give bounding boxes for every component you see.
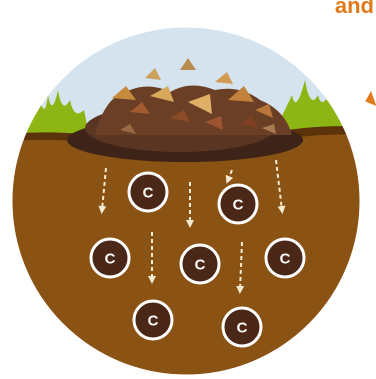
- down-arrow: [98, 167, 107, 214]
- down-arrow: [225, 169, 234, 184]
- carbon-label: C: [233, 197, 244, 214]
- carbon-atoms: C C C C C: [89, 171, 306, 348]
- carbon-atom: C: [179, 243, 221, 285]
- carbon-flow-arrows: [98, 159, 286, 294]
- corner-text: and: [334, 0, 374, 18]
- circle-frame: [7, 22, 365, 379]
- carbon-atom: C: [264, 237, 306, 279]
- carbon-label: C: [105, 251, 116, 268]
- carbon-label: C: [237, 320, 248, 337]
- down-arrow: [275, 159, 286, 214]
- carbon-label: C: [195, 257, 206, 274]
- carbon-atom: C: [221, 306, 263, 348]
- carbon-atom: C: [89, 237, 131, 279]
- down-arrow: [236, 241, 245, 294]
- carbon-atom: C: [132, 299, 174, 341]
- leaf-litter-pile: [67, 58, 303, 162]
- carbon-atom: C: [127, 171, 169, 213]
- carbon-label: C: [280, 251, 291, 268]
- carbon-atom: C: [217, 183, 259, 225]
- carbon-label: C: [148, 313, 159, 330]
- carbon-label: C: [143, 185, 154, 202]
